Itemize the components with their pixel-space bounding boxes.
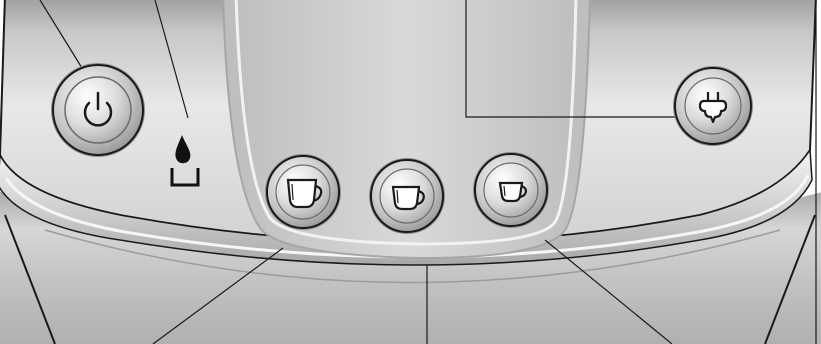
callout-cup-large [152,247,284,344]
callout-cup-small [544,239,673,344]
cup-medium-button[interactable] [369,158,445,234]
cup-large-button[interactable] [265,154,341,230]
callout-lines [39,0,684,344]
callout-water [154,0,189,119]
large-cup-icon [286,178,323,209]
callout-power [39,0,83,69]
small-cup-icon [498,181,527,203]
medium-cup-icon [391,185,425,211]
steam-icon [698,92,728,124]
power-icon [83,91,113,127]
water-tank-icon [170,135,200,187]
steam-button[interactable] [673,66,753,146]
power-button[interactable] [51,63,145,157]
cup-small-button[interactable] [473,152,549,228]
callout-steam [465,0,684,118]
